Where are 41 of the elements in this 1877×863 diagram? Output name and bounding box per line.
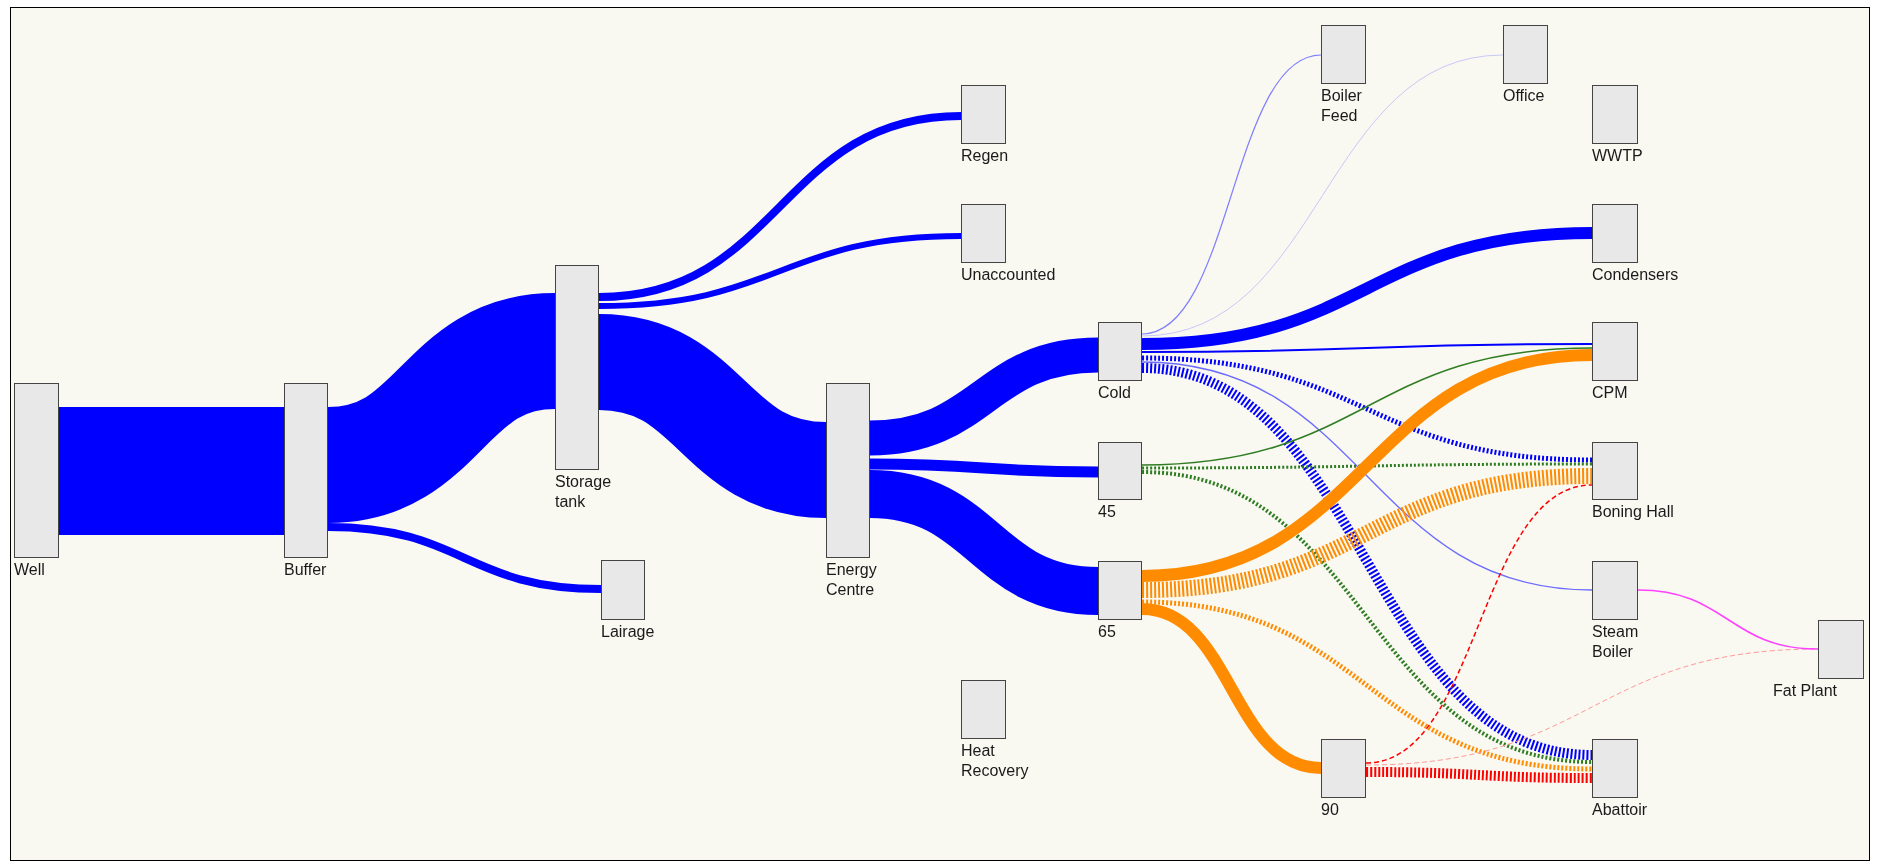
flow-band bbox=[1141, 363, 1593, 760]
node-label: Steam Boiler bbox=[1592, 622, 1640, 662]
flow-band bbox=[1141, 54, 1504, 337]
node-label: Lairage bbox=[601, 622, 656, 642]
node-label: 65 bbox=[1098, 622, 1117, 642]
flow-band bbox=[868, 470, 1100, 615]
node-label: CPM bbox=[1592, 383, 1629, 403]
node-label: Abattoir bbox=[1592, 800, 1649, 820]
flow-band bbox=[1141, 470, 1593, 764]
flow-band bbox=[1141, 227, 1593, 350]
node-label: Office bbox=[1503, 86, 1546, 106]
node-label: Unaccounted bbox=[961, 265, 1057, 285]
node-label: WWTP bbox=[1592, 146, 1644, 166]
flow-band bbox=[1141, 599, 1593, 772]
flow-band bbox=[869, 458, 1099, 478]
node-label: Heat Recovery bbox=[961, 741, 1030, 781]
node-label: Cold bbox=[1098, 383, 1132, 403]
flow-band bbox=[1365, 484, 1593, 764]
flow-band bbox=[1141, 343, 1593, 353]
node-label: Buffer bbox=[284, 560, 328, 580]
node-label: Energy Centre bbox=[826, 560, 878, 600]
flow-band bbox=[598, 233, 962, 309]
flow-band bbox=[327, 523, 602, 593]
flow-band bbox=[598, 112, 962, 301]
node-label: Storage tank bbox=[555, 472, 613, 512]
node-label: Regen bbox=[961, 146, 1010, 166]
node-label: Fat Plant bbox=[1773, 681, 1839, 701]
flow-band bbox=[1366, 767, 1592, 783]
node-label: Well bbox=[14, 560, 46, 580]
flow-band bbox=[1141, 54, 1322, 335]
node-label: Boiler Feed bbox=[1321, 86, 1363, 126]
flow-band bbox=[1141, 468, 1593, 598]
node-label: 45 bbox=[1098, 502, 1117, 522]
flow-band bbox=[868, 337, 1100, 456]
flow-band bbox=[1142, 462, 1592, 470]
node-label: 90 bbox=[1321, 800, 1340, 820]
flow-band bbox=[1141, 603, 1322, 774]
node-label: Boning Hall bbox=[1592, 502, 1675, 522]
node-label: Condensers bbox=[1592, 265, 1680, 285]
flow-band bbox=[1637, 589, 1819, 650]
flow-band bbox=[59, 407, 284, 535]
